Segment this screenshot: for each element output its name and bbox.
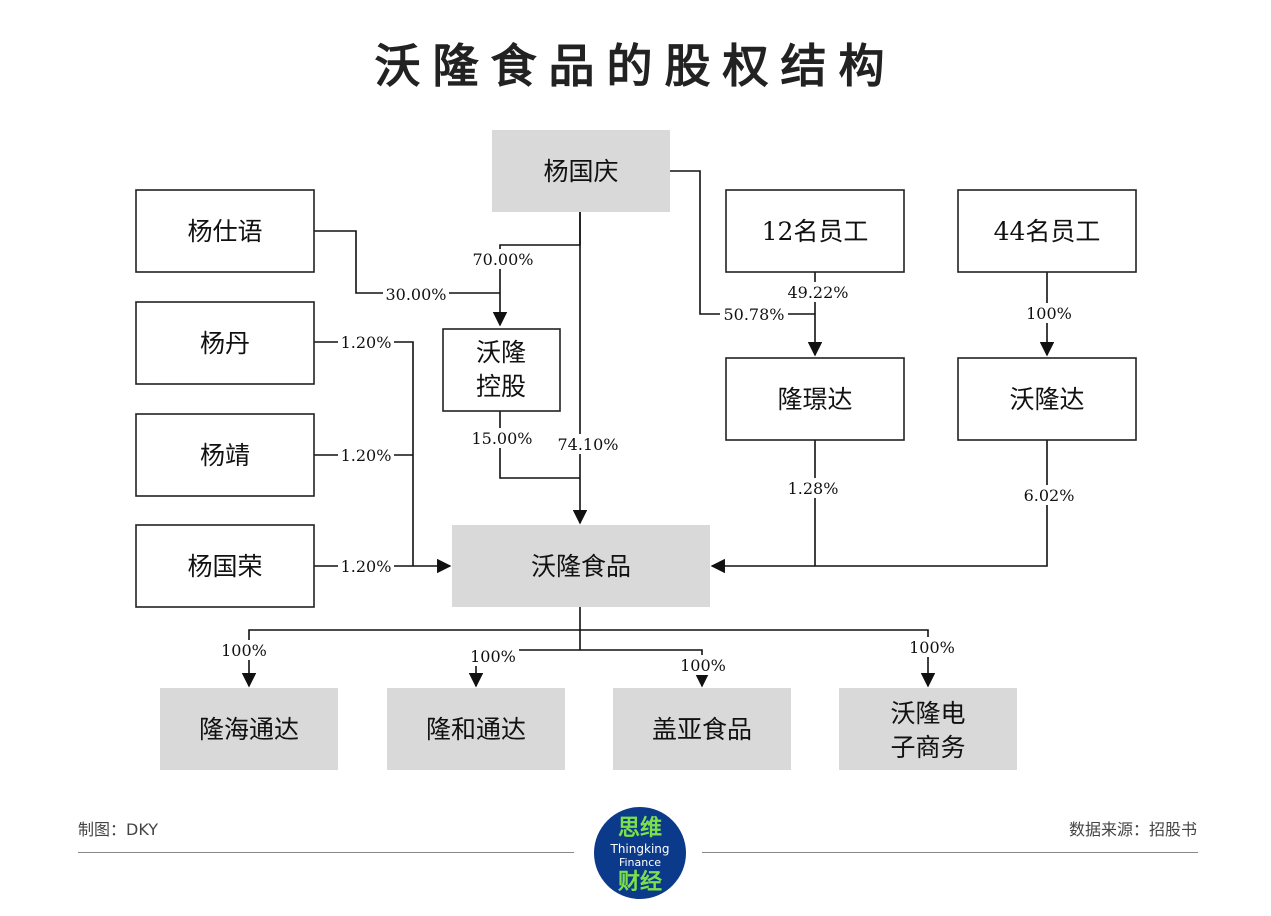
svg-text:控股: 控股 xyxy=(476,372,526,401)
svg-text:1.28%: 1.28% xyxy=(788,479,839,498)
node-longjingda: 隆璟达 xyxy=(725,357,905,441)
svg-text:杨国荣: 杨国荣 xyxy=(187,552,262,581)
pct-guorong-to-food: 1.20% xyxy=(338,556,394,576)
pct-wld-to-food: 6.02% xyxy=(1020,485,1078,505)
svg-text:100%: 100% xyxy=(680,656,726,675)
node-gaiya: 盖亚食品 xyxy=(613,688,791,770)
svg-text:沃隆达: 沃隆达 xyxy=(1009,385,1084,414)
svg-text:1.20%: 1.20% xyxy=(341,446,392,465)
svg-text:隆和通达: 隆和通达 xyxy=(426,715,526,744)
node-yang-jing: 杨靖 xyxy=(135,413,315,497)
footer-divider-right xyxy=(702,852,1198,853)
edge-food-to-longhai xyxy=(241,629,580,688)
svg-text:沃隆电: 沃隆电 xyxy=(890,699,965,728)
footer-divider-left xyxy=(78,852,574,853)
svg-text:隆海通达: 隆海通达 xyxy=(199,715,299,744)
svg-text:100%: 100% xyxy=(909,638,955,657)
svg-text:100%: 100% xyxy=(221,641,267,660)
pct-food-to-ec: 100% xyxy=(906,637,958,657)
node-wolong-holdings: 沃隆 控股 xyxy=(442,328,561,412)
pct-ljd-to-food: 1.28% xyxy=(784,478,842,498)
svg-text:Finance: Finance xyxy=(619,856,661,869)
svg-text:1.20%: 1.20% xyxy=(341,333,392,352)
pct-emp12-to-ljd: 49.22% xyxy=(785,282,851,302)
svg-text:子商务: 子商务 xyxy=(890,733,965,762)
node-wolongda: 沃隆达 xyxy=(957,357,1137,441)
node-yang-guoqing: 杨国庆 xyxy=(492,130,670,212)
svg-text:杨靖: 杨靖 xyxy=(200,441,250,470)
pct-dan-to-food: 1.20% xyxy=(338,332,394,352)
footer-credit: 制图：DKY xyxy=(78,820,159,839)
edge-wld-to-food xyxy=(710,440,1048,574)
pct-jing-to-food: 1.20% xyxy=(338,445,394,465)
node-yang-dan: 杨丹 xyxy=(135,301,315,385)
svg-text:70.00%: 70.00% xyxy=(472,250,533,269)
svg-text:杨仕语: 杨仕语 xyxy=(187,217,262,246)
svg-text:沃隆: 沃隆 xyxy=(476,338,526,367)
svg-text:50.78%: 50.78% xyxy=(723,305,784,324)
svg-text:12名员工: 12名员工 xyxy=(762,217,869,246)
svg-text:30.00%: 30.00% xyxy=(385,285,446,304)
pct-food-to-longhe: 100% xyxy=(467,646,519,666)
node-yang-shiyu: 杨仕语 xyxy=(135,189,315,273)
svg-text:6.02%: 6.02% xyxy=(1024,486,1075,505)
svg-text:44名员工: 44名员工 xyxy=(994,217,1101,246)
pct-food-to-gaiya: 100% xyxy=(677,655,729,675)
pct-guoqing-to-food: 74.10% xyxy=(555,434,621,454)
pct-guoqing-to-ljd: 50.78% xyxy=(720,304,788,324)
pct-food-to-longhai: 100% xyxy=(218,640,270,660)
page-title: 沃隆食品的股权结构 xyxy=(374,39,897,93)
footer-source: 数据来源：招股书 xyxy=(1068,820,1197,839)
svg-text:100%: 100% xyxy=(1026,304,1072,323)
node-longhai: 隆海通达 xyxy=(160,688,338,770)
thinking-finance-logo: 思维 Thingking Finance 财经 xyxy=(594,807,686,899)
node-yang-guorong: 杨国荣 xyxy=(135,524,315,608)
svg-text:盖亚食品: 盖亚食品 xyxy=(652,715,752,744)
logo-circle xyxy=(594,807,686,899)
node-wolong-ecommerce: 沃隆电 子商务 xyxy=(839,688,1017,770)
svg-text:沃隆食品: 沃隆食品 xyxy=(531,552,631,581)
pct-guoqing-to-kg: 70.00% xyxy=(470,249,536,269)
pct-kg-to-food: 15.00% xyxy=(469,428,535,448)
svg-text:思维: 思维 xyxy=(618,815,662,841)
svg-text:100%: 100% xyxy=(470,647,516,666)
edge-food-to-ec xyxy=(580,629,936,688)
node-44-employees: 44名员工 xyxy=(957,189,1137,273)
node-longhe: 隆和通达 xyxy=(387,688,565,770)
pct-emp44-to-wld: 100% xyxy=(1024,303,1074,323)
svg-text:杨国庆: 杨国庆 xyxy=(543,157,618,186)
svg-text:49.22%: 49.22% xyxy=(787,283,848,302)
svg-text:74.10%: 74.10% xyxy=(557,435,618,454)
svg-text:1.20%: 1.20% xyxy=(341,557,392,576)
node-12-employees: 12名员工 xyxy=(725,189,905,273)
svg-text:杨丹: 杨丹 xyxy=(200,329,250,358)
svg-text:财经: 财经 xyxy=(618,869,662,895)
svg-text:15.00%: 15.00% xyxy=(471,429,532,448)
svg-text:Thingking: Thingking xyxy=(610,842,670,856)
svg-text:隆璟达: 隆璟达 xyxy=(777,385,852,414)
pct-shiyu-to-kg: 30.00% xyxy=(383,284,449,304)
node-wolong-food: 沃隆食品 xyxy=(452,525,710,607)
